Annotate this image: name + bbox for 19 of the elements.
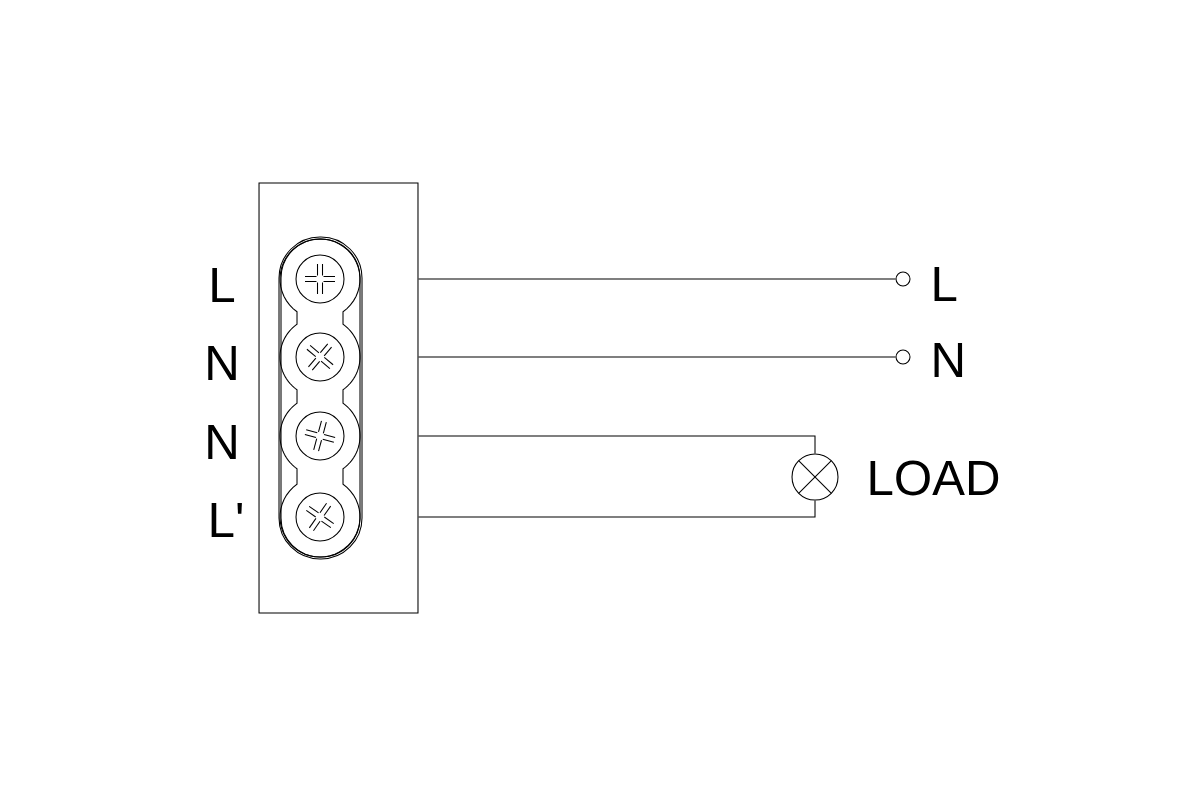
- screw-terminal: [295, 332, 345, 382]
- terminal-label: LOAD: [870, 460, 999, 496]
- terminal-label: N: [934, 343, 963, 377]
- wire: [418, 435, 816, 454]
- lamp-symbol: [791, 453, 839, 501]
- terminal-label: L: [212, 268, 235, 302]
- terminal-label: L': [211, 503, 242, 537]
- screw-terminal: [295, 411, 345, 461]
- terminal-label: L: [934, 267, 957, 301]
- wire: [418, 278, 896, 280]
- wire: [418, 356, 896, 358]
- wire: [418, 500, 816, 518]
- terminal-circle: [895, 271, 911, 287]
- terminal-label: N: [208, 346, 236, 380]
- screw-terminal: [295, 254, 345, 304]
- terminal-label: N: [208, 425, 236, 459]
- terminal-block: [258, 182, 419, 614]
- screw-terminal: [295, 492, 345, 542]
- terminal-circle: [895, 349, 911, 365]
